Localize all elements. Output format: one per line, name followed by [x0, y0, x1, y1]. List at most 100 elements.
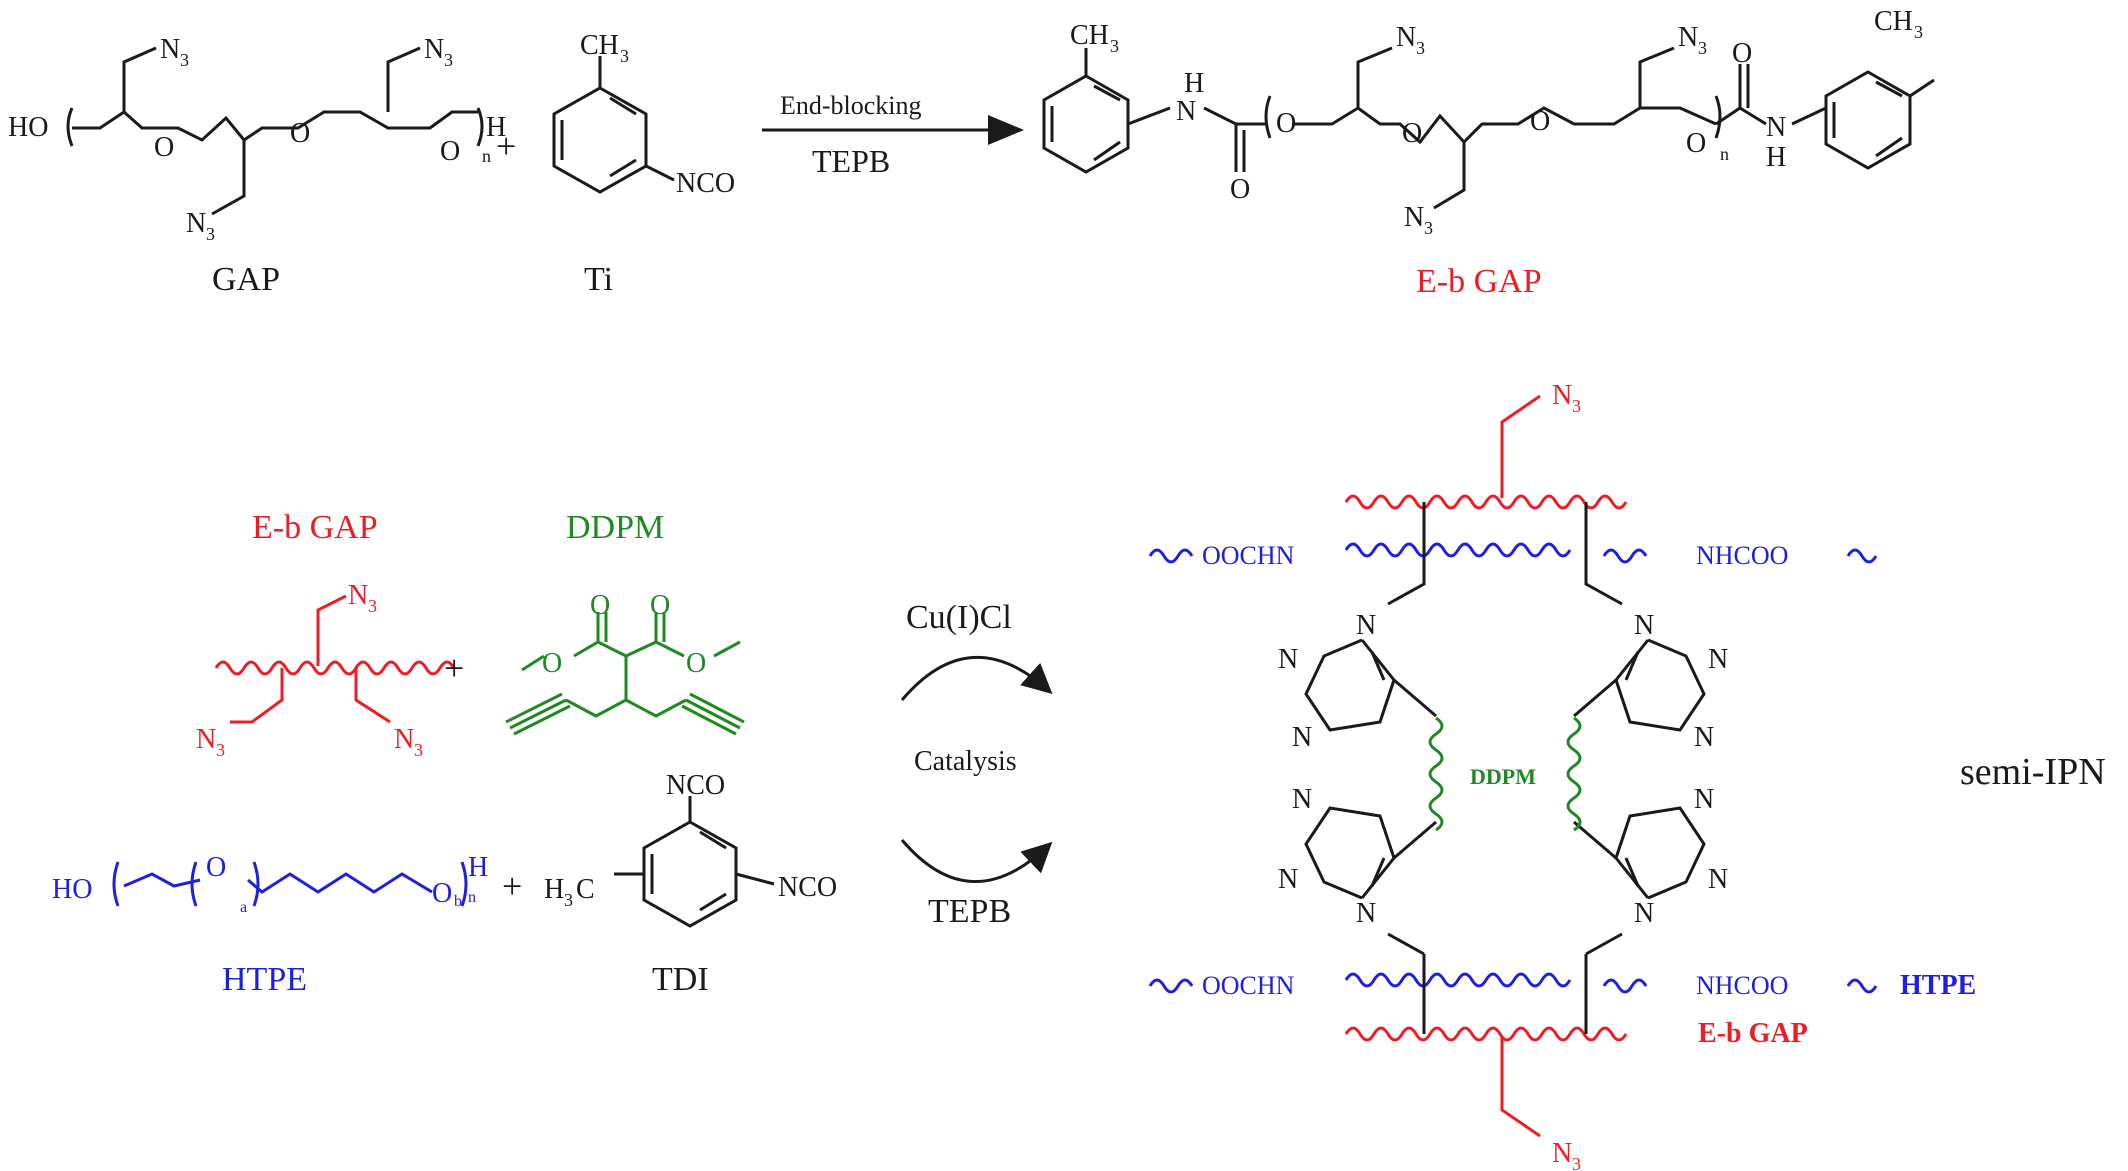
ddpm-structure	[505, 612, 745, 736]
semi-ipn-label: semi-IPN	[1960, 751, 2106, 793]
ddpm-o-3: O	[650, 590, 670, 621]
svg-text:N: N	[394, 724, 414, 755]
tepb-top-label: TEPB	[812, 143, 890, 179]
catalysis-arc-top	[900, 656, 1053, 701]
network-connectors	[1387, 502, 1623, 1034]
svg-text:N: N	[424, 34, 444, 65]
htpe-o-2: O	[432, 878, 452, 909]
cucl-label: Cu(I)Cl	[906, 599, 1012, 636]
svg-text:3: 3	[1110, 36, 1119, 56]
gap-n3-bottom: N 3	[186, 208, 215, 244]
ebgap-nh-h-right: H	[1766, 142, 1786, 173]
network-n-tr-3: N	[1694, 722, 1714, 753]
svg-text:N: N	[196, 724, 216, 755]
svg-text:3: 3	[206, 224, 215, 244]
ebgap-bottom-label: E-b GAP	[252, 509, 378, 546]
catalysis-arc-bottom	[900, 839, 1053, 883]
svg-text:N: N	[1404, 202, 1424, 233]
svg-text:N: N	[160, 34, 180, 65]
svg-text:3: 3	[444, 50, 453, 70]
ebgap-ch3-right: CH 3	[1874, 6, 1923, 42]
network-nhcoo-bottom: NHCOO	[1696, 971, 1788, 1000]
catalysis-label: Catalysis	[914, 746, 1017, 777]
network-n-bl-2: N	[1278, 864, 1298, 895]
ebgap-o-3: O	[1530, 106, 1550, 137]
ti-structure	[552, 56, 675, 194]
network-n-tl-2: N	[1278, 644, 1298, 675]
tdi-nco-right: NCO	[778, 872, 837, 903]
network-oochn-bottom: OOCHN	[1202, 971, 1295, 1000]
network-blue-chain-top	[1148, 542, 1878, 564]
svg-text:3: 3	[414, 740, 423, 760]
ti-label: Ti	[584, 261, 613, 298]
ebgap-n-sub: n	[1720, 144, 1729, 164]
gap-n3-right: N 3	[424, 34, 453, 70]
network-n3-bottom: N 3	[1552, 1138, 1581, 1171]
ebgap-wavy-chain	[214, 594, 456, 724]
network-red-chain-top	[1344, 394, 1628, 510]
plus-htpe-tdi: +	[502, 866, 522, 906]
svg-text:N: N	[186, 208, 206, 239]
network-ddpm-links	[1428, 716, 1582, 832]
htpe-sub-b: b	[454, 893, 462, 910]
ebgap-n3-right: N 3	[1678, 22, 1707, 58]
gap-structure	[66, 46, 484, 216]
end-blocking-label: End-blocking	[780, 91, 922, 120]
svg-text:3: 3	[1416, 38, 1425, 58]
svg-text:3: 3	[564, 890, 573, 910]
gap-o-3: O	[440, 136, 460, 167]
svg-text:N: N	[1396, 22, 1416, 53]
network-ddpm-label: DDPM	[1470, 764, 1536, 789]
ebgap-structure	[1042, 46, 1935, 210]
ebgap-o-4: O	[1686, 128, 1706, 159]
htpe-o-1: O	[206, 852, 226, 883]
svg-text:N: N	[1552, 1138, 1572, 1169]
ebgap-bottom-n3-right: N 3	[394, 724, 423, 760]
htpe-ho: HO	[52, 874, 92, 905]
network-triazoles	[1304, 638, 1706, 900]
ebgap-nh-n-left: N	[1176, 96, 1196, 127]
network-n-bl-1: N	[1292, 784, 1312, 815]
svg-text:CH: CH	[1070, 20, 1109, 51]
svg-text:H: H	[544, 874, 564, 905]
svg-text:CH: CH	[580, 30, 619, 61]
network-n3-top: N 3	[1552, 380, 1581, 416]
network-htpe-legend: HTPE	[1900, 970, 1976, 1001]
ebgap-nh-h-left: H	[1184, 68, 1204, 99]
svg-text:3: 3	[1572, 396, 1581, 416]
network-n-tr-1: N	[1634, 610, 1654, 641]
network-n-br-2: N	[1708, 864, 1728, 895]
network-n-br-3: N	[1634, 898, 1654, 929]
ebgap-n3-left: N 3	[1396, 22, 1425, 58]
svg-text:3: 3	[180, 50, 189, 70]
tdi-structure	[614, 796, 775, 928]
ti-ch3: CH 3	[580, 30, 629, 66]
ebgap-bottom-n3-top: N 3	[348, 580, 377, 616]
network: N 3 OOCHN NHCOO OOCHN NHCOO N 3	[1148, 380, 1976, 1171]
ebgap-carbonyl-o-right: O	[1732, 38, 1752, 69]
network-n-bl-3: N	[1356, 898, 1376, 929]
network-ebgap-legend: E-b GAP	[1698, 1018, 1808, 1049]
plus-ebgap-ddpm: +	[444, 648, 464, 688]
ddpm-o-4: O	[686, 648, 706, 679]
ti-nco: NCO	[676, 168, 735, 199]
gap-o-1: O	[154, 132, 174, 163]
network-n-tr-2: N	[1708, 644, 1728, 675]
ebgap-nh-n-right: N	[1766, 112, 1786, 143]
gap-ho: HO	[8, 112, 48, 143]
ebgap-top-label: E-b GAP	[1416, 263, 1542, 300]
svg-text:3: 3	[620, 46, 629, 66]
htpe-h: H	[468, 852, 488, 883]
svg-text:N: N	[348, 580, 368, 611]
svg-text:C: C	[576, 874, 595, 905]
tdi-nco-top: NCO	[666, 770, 725, 801]
ddpm-o-2: O	[590, 590, 610, 621]
gap-n-sub: n	[482, 146, 491, 166]
gap-o-2: O	[290, 118, 310, 149]
htpe-label: HTPE	[222, 961, 307, 998]
htpe-sub-n: n	[468, 889, 476, 906]
ebgap-carbonyl-o-left: O	[1230, 174, 1250, 205]
ebgap-bottom-n3-left: N 3	[196, 724, 225, 760]
ebgap-o-2: O	[1402, 118, 1422, 149]
tepb-bottom-label: TEPB	[928, 893, 1011, 930]
